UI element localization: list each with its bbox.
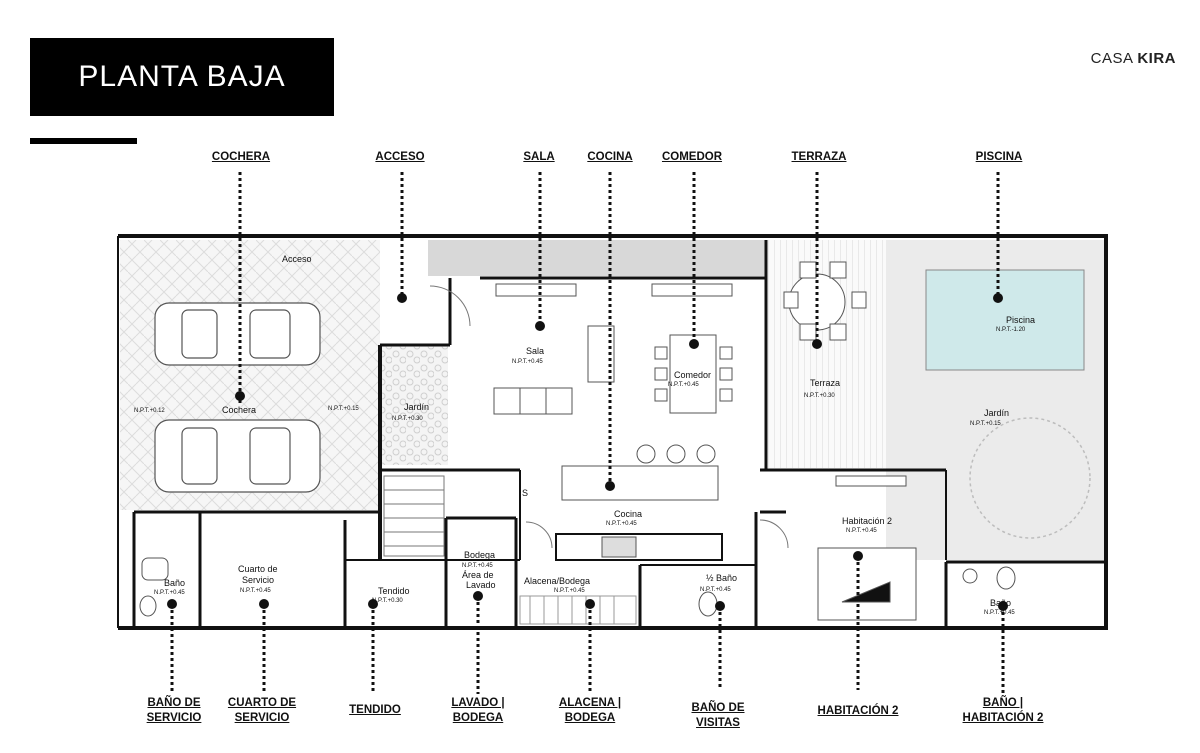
npt-sala: N.P.T.+0.45 bbox=[512, 359, 543, 365]
npt-terraza: N.P.T.+0.30 bbox=[804, 393, 835, 399]
grey-dim-bar bbox=[428, 240, 766, 276]
label-stair-s: S bbox=[522, 488, 528, 498]
stairs bbox=[383, 475, 445, 557]
label-cochera: Cochera bbox=[222, 405, 256, 415]
bathroom-fixtures bbox=[139, 557, 1016, 617]
callout-comedor: COMEDOR bbox=[661, 151, 723, 163]
npt-bodega: N.P.T.+0.45 bbox=[462, 563, 493, 569]
label-bano-servicio: Baño bbox=[164, 578, 185, 588]
label-alacena: Alacena/Bodega bbox=[524, 576, 590, 586]
label-medio-bano: ½ Baño bbox=[706, 573, 737, 583]
callout-bano-habitacion2: BAÑO | HABITACIÓN 2 bbox=[954, 696, 1052, 726]
car-bottom bbox=[154, 419, 321, 493]
walls bbox=[117, 234, 1108, 630]
title-underline bbox=[30, 138, 137, 144]
npt-cuarto-servicio: N.P.T.+0.45 bbox=[240, 588, 271, 594]
leader-dots bbox=[167, 293, 1008, 611]
callout-terraza: TERRAZA bbox=[791, 151, 847, 163]
label-cocina: Cocina bbox=[614, 509, 642, 519]
page-title: PLANTA BAJA bbox=[78, 60, 286, 93]
npt-alacena: N.P.T.+0.45 bbox=[554, 588, 585, 594]
label-jardin-front: Jardín bbox=[404, 402, 429, 412]
label-bodega: Bodega bbox=[464, 550, 495, 560]
label-jardin-back: Jardín bbox=[984, 408, 1009, 418]
brand-label: CASA KIRA bbox=[1091, 50, 1176, 67]
callout-alacena-bodega-line1: ALACENA | bbox=[558, 697, 622, 709]
label-sala: Sala bbox=[526, 346, 544, 356]
label-cuarto-servicio-1: Cuarto de bbox=[238, 564, 278, 574]
callout-cochera: COCHERA bbox=[211, 151, 271, 163]
tree bbox=[969, 417, 1091, 539]
npt-comedor: N.P.T.+0.45 bbox=[668, 382, 699, 388]
label-acceso: Acceso bbox=[282, 254, 312, 264]
page-title-box: PLANTA BAJA bbox=[30, 38, 334, 116]
callout-sala: SALA bbox=[523, 151, 555, 163]
callout-cuarto-servicio: CUARTO DE SERVICIO bbox=[222, 696, 302, 726]
npt-medio-bano: N.P.T.+0.45 bbox=[700, 587, 731, 593]
brand-prefix: CASA bbox=[1090, 50, 1133, 67]
brand-name: KIRA bbox=[1137, 50, 1176, 67]
label-piscina: Piscina bbox=[1006, 315, 1035, 325]
npt-tendido: N.P.T.+0.30 bbox=[372, 598, 403, 604]
callout-cuarto-servicio-line2: SERVICIO bbox=[234, 712, 290, 724]
callout-piscina: PISCINA bbox=[975, 151, 1023, 163]
sala-furniture bbox=[493, 283, 733, 415]
door-arcs bbox=[429, 285, 789, 549]
label-comedor: Comedor bbox=[674, 370, 711, 380]
bed bbox=[817, 475, 917, 621]
npt-jardin-back: N.P.T.+0.15 bbox=[970, 421, 1001, 427]
callout-lavado-bodega: LAVADO | BODEGA bbox=[440, 696, 516, 726]
callout-alacena-bodega-line2: BODEGA bbox=[564, 712, 616, 724]
npt-cochera-left: N.P.T.+0.12 bbox=[134, 408, 165, 414]
label-area-lavado-2: Lavado bbox=[466, 580, 496, 590]
label-bano-hab: Baño bbox=[990, 598, 1011, 608]
callout-bano-servicio-line2: SERVICIO bbox=[146, 712, 202, 724]
kitchen bbox=[555, 444, 723, 561]
label-terraza: Terraza bbox=[810, 378, 840, 388]
leader-lines bbox=[170, 172, 1005, 694]
npt-bano-hab: N.P.T.+0.45 bbox=[984, 610, 1015, 616]
callout-bano-visitas: BAÑO DE VISITAS bbox=[680, 701, 756, 731]
comedor-table bbox=[654, 334, 733, 414]
npt-jardin-front: N.P.T.+0.30 bbox=[392, 416, 423, 422]
label-cuarto-servicio-2: Servicio bbox=[242, 575, 274, 585]
alacena-shelves bbox=[519, 595, 637, 625]
car-top bbox=[154, 302, 321, 366]
npt-piscina: N.P.T.-1.20 bbox=[996, 327, 1026, 333]
callout-cocina: COCINA bbox=[587, 151, 633, 163]
label-area-lavado-1: Área de bbox=[462, 570, 494, 580]
terraza-deck bbox=[766, 240, 886, 468]
npt-cochera-right: N.P.T.+0.15 bbox=[328, 406, 359, 412]
callout-cuarto-servicio-line1: CUARTO DE bbox=[227, 697, 297, 709]
callout-lavado-bodega-line2: BODEGA bbox=[452, 712, 504, 724]
npt-cocina: N.P.T.+0.45 bbox=[606, 521, 637, 527]
label-tendido: Tendido bbox=[378, 586, 410, 596]
callout-alacena-bodega: ALACENA | BODEGA bbox=[548, 696, 632, 726]
npt-habitacion2: N.P.T.+0.45 bbox=[846, 528, 877, 534]
callout-bano-habitacion2-line1: BAÑO | bbox=[982, 697, 1024, 709]
callout-bano-servicio: BAÑO DE SERVICIO bbox=[136, 696, 212, 726]
callout-bano-habitacion2-line2: HABITACIÓN 2 bbox=[962, 712, 1044, 724]
pool bbox=[925, 269, 1085, 371]
callout-tendido: TENDIDO bbox=[349, 704, 401, 716]
callout-acceso: ACCESO bbox=[375, 151, 425, 163]
room-labels: Acceso Cochera N.P.T.+0.12 N.P.T.+0.15 J… bbox=[134, 254, 1035, 616]
callout-bano-visitas-line2: VISITAS bbox=[696, 717, 740, 729]
callout-bano-servicio-line1: BAÑO DE bbox=[147, 697, 201, 709]
callout-lavado-bodega-line1: LAVADO | bbox=[451, 697, 505, 709]
npt-bano-servicio: N.P.T.+0.45 bbox=[154, 590, 185, 596]
label-habitacion2: Habitación 2 bbox=[842, 516, 892, 526]
callout-habitacion2: HABITACIÓN 2 bbox=[817, 705, 899, 717]
callout-bano-visitas-line1: BAÑO DE bbox=[691, 702, 745, 714]
jardin-front-area bbox=[382, 345, 448, 465]
